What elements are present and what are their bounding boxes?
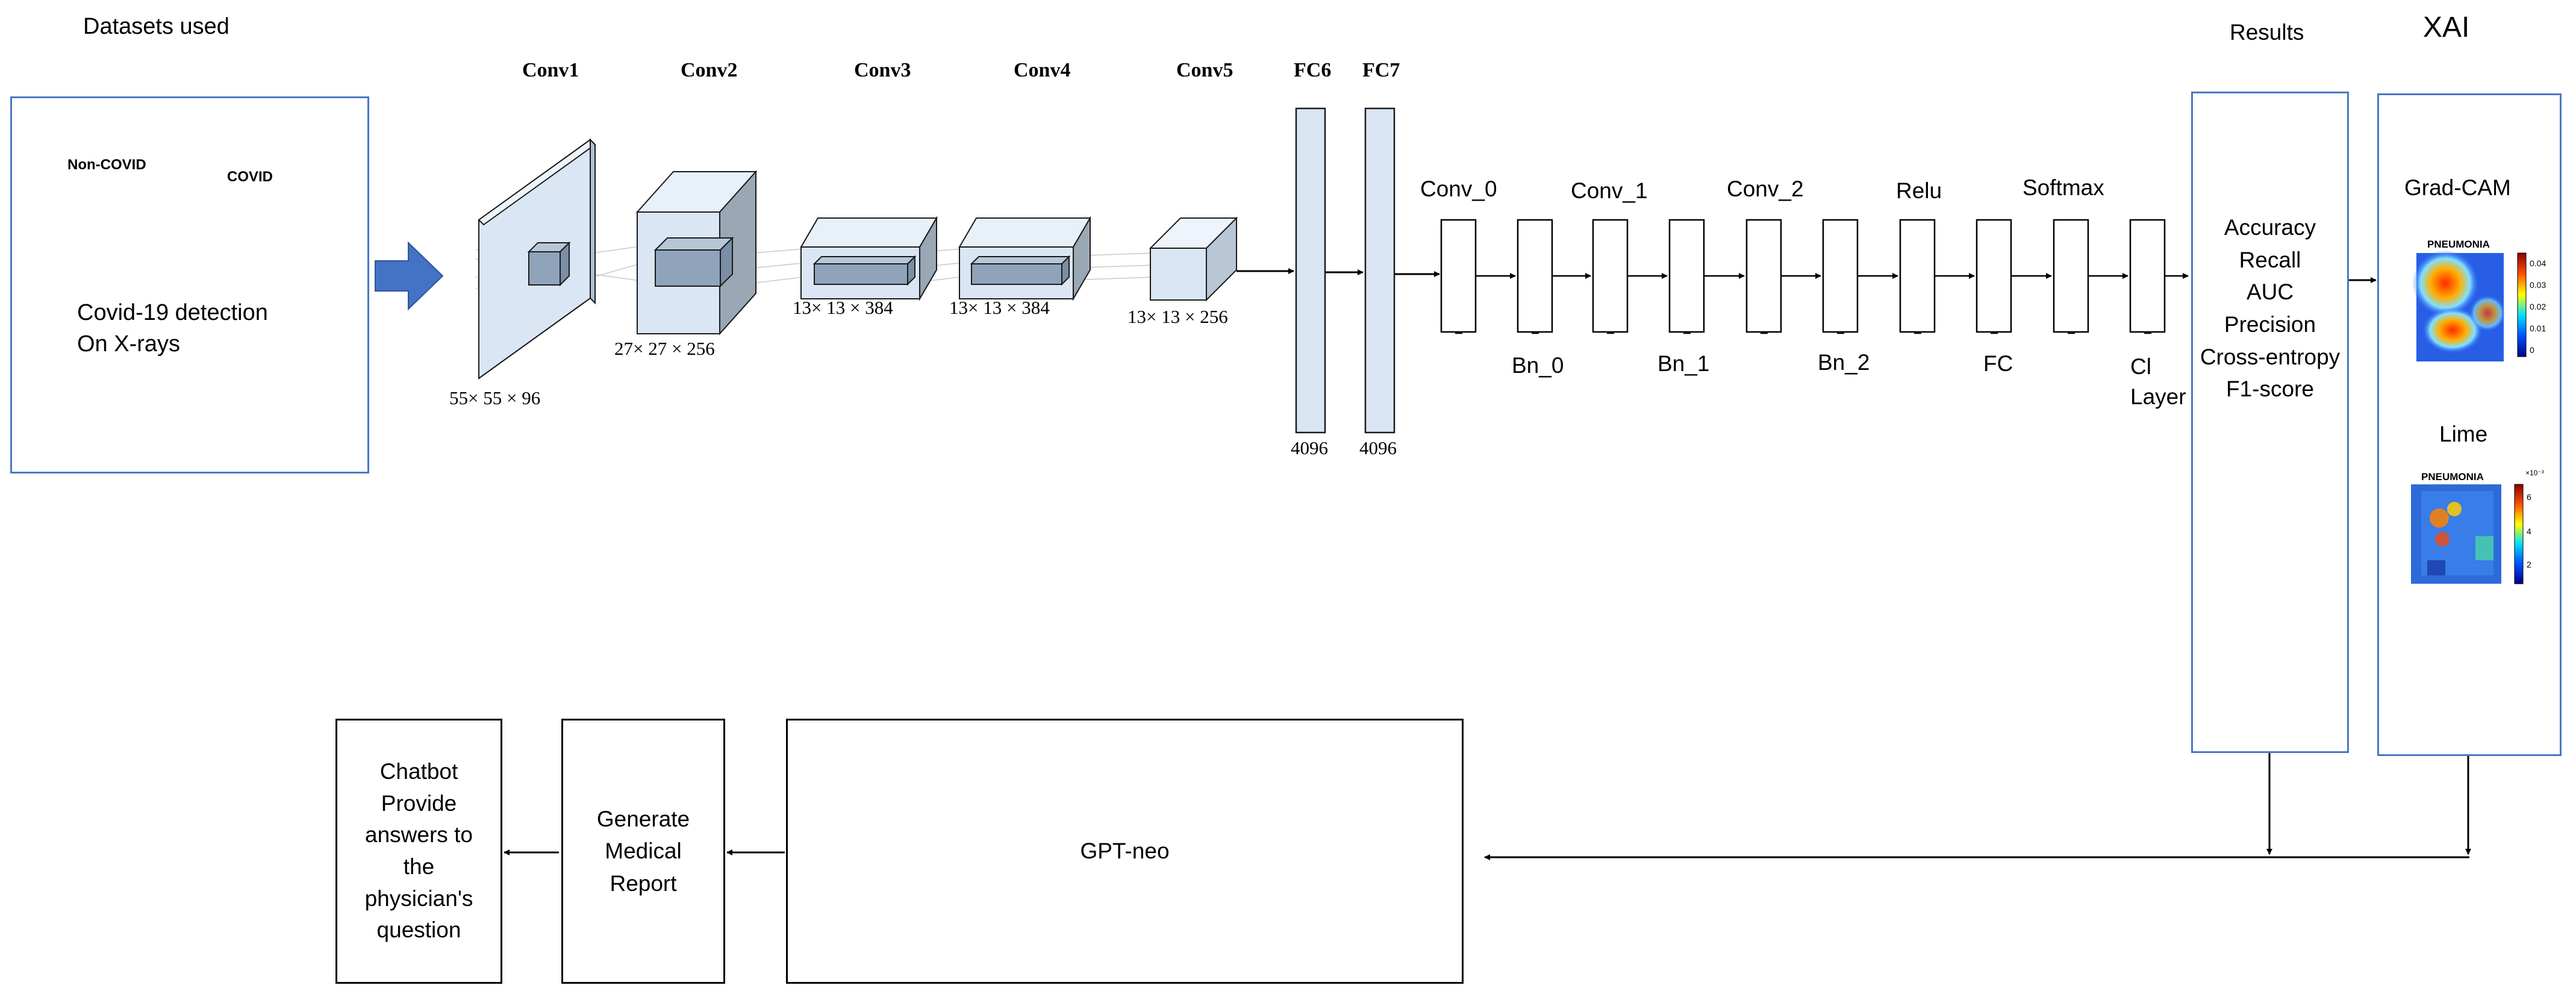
conv3-block: [800, 216, 938, 301]
head-label-bn1: Bn_1: [1658, 351, 1710, 376]
gradcam-heatmap-image: [2412, 250, 2527, 361]
chatbot-text: Chatbot Provide answers to the physician…: [335, 719, 502, 984]
metric-accuracy: Accuracy: [2224, 215, 2316, 240]
layer-name-conv3: Conv3: [854, 59, 911, 81]
chatbot-line-2: Provide: [381, 790, 457, 816]
layer-dims-fc7: 4096: [1359, 437, 1397, 458]
head-label-bn2: Bn_2: [1818, 350, 1870, 375]
metric-cross-entropy: Cross-entropy: [2200, 344, 2341, 369]
layer-dims-fc6: 4096: [1291, 437, 1328, 458]
head-label-softmax: Softmax: [2022, 175, 2104, 200]
medical-report-text: Generate Medical Report: [561, 719, 725, 984]
feedback-connectors: [504, 752, 2471, 860]
input-arrow-icon: [375, 241, 444, 311]
noncovid-label: Non-COVID: [67, 157, 146, 173]
gradcam-tick-2: 0.02: [2530, 302, 2546, 311]
layer-dims-conv3: 13× 13 × 384: [793, 297, 893, 318]
chatbot-line-3: answers to: [365, 822, 473, 848]
head-label-cl-line2: Layer: [2130, 384, 2186, 409]
layer-dims-conv2: 27× 27 × 256: [614, 338, 715, 359]
datasets-title: Datasets used: [83, 14, 229, 39]
chatbot-line-1: Chatbot: [379, 759, 458, 784]
fc7-bar: [1364, 107, 1396, 434]
head-label-bn0: Bn_0: [1512, 353, 1564, 378]
datasets-caption-line1: Covid-19 detection: [77, 300, 268, 325]
chatbot-line-6: question: [376, 917, 461, 943]
gradcam-heading: PNEUMONIA: [2427, 239, 2490, 250]
metric-recall: Recall: [2239, 247, 2301, 272]
medical-report-box: [561, 719, 725, 984]
gradcam-tick-3: 0.01: [2530, 323, 2546, 333]
head-label-fc: FC: [1983, 351, 2013, 376]
lime-label: Lime: [2439, 422, 2488, 446]
lime-tick-3: 2: [2527, 560, 2531, 569]
layer-dims-conv4: 13× 13 × 384: [949, 297, 1050, 318]
metric-auc: AUC: [2246, 280, 2294, 305]
layer-name-fc6: FC6: [1294, 59, 1332, 81]
lime-tick-2: 4: [2527, 527, 2531, 536]
head-label-relu: Relu: [1896, 178, 1942, 203]
head-label-conv0: Conv_0: [1420, 177, 1497, 201]
results-title: Results: [2230, 20, 2304, 45]
gpt-neo-box: GPT-neo: [786, 719, 1464, 984]
layer-name-conv1: Conv1: [522, 59, 579, 81]
conv1-block: [478, 138, 596, 380]
covid-label: COVID: [227, 169, 273, 185]
metric-f1-score: F1-score: [2226, 377, 2314, 402]
head-label-conv1: Conv_1: [1571, 178, 1648, 203]
gpt-neo-label: GPT-neo: [1080, 839, 1170, 864]
gradcam-tick-0: 0.04: [2530, 258, 2546, 268]
report-line-2: Medical: [605, 839, 682, 864]
layer-name-conv5: Conv5: [1176, 59, 1233, 81]
lime-heading: PNEUMONIA: [2421, 471, 2484, 483]
head-label-cl-line1: Cl: [2130, 354, 2151, 379]
metric-precision: Precision: [2224, 312, 2316, 337]
conv2-block: [635, 170, 758, 336]
chatbot-box: [335, 719, 502, 984]
head-label-conv2: Conv_2: [1727, 177, 1804, 201]
layer-dims-conv5: 13× 13 × 256: [1127, 306, 1228, 327]
layer-name-conv2: Conv2: [681, 59, 738, 81]
xai-panel: [2377, 93, 2562, 756]
chatbot-line-4: the: [403, 854, 435, 879]
results-metrics-list: Accuracy Recall AUC Precision Cross-entr…: [2185, 212, 2355, 405]
gradcam-tick-1: 0.03: [2530, 280, 2546, 290]
layer-dims-conv1: 55× 55 × 96: [449, 387, 541, 408]
lime-tick-0: ×10⁻³: [2525, 469, 2544, 477]
lime-tick-1: 6: [2527, 492, 2531, 502]
fc6-bar: [1295, 107, 1326, 434]
gradcam-tick-4: 0: [2530, 345, 2534, 355]
xai-title: XAI: [2423, 11, 2470, 43]
lime-heatmap-image: [2411, 484, 2524, 584]
report-line-1: Generate: [596, 806, 690, 831]
datasets-panel: [10, 96, 369, 473]
gradcam-label: Grad-CAM: [2404, 175, 2511, 200]
datasets-caption-line2: On X-rays: [77, 331, 181, 357]
layer-name-conv4: Conv4: [1014, 59, 1071, 81]
chatbot-line-5: physician's: [364, 886, 473, 911]
conv4-block: [958, 216, 1091, 301]
layer-name-fc7: FC7: [1362, 59, 1400, 81]
conv5-block: [1149, 216, 1238, 302]
head-layer-chain: [1440, 219, 2166, 333]
report-line-3: Report: [610, 870, 677, 896]
results-panel: [2191, 92, 2349, 753]
